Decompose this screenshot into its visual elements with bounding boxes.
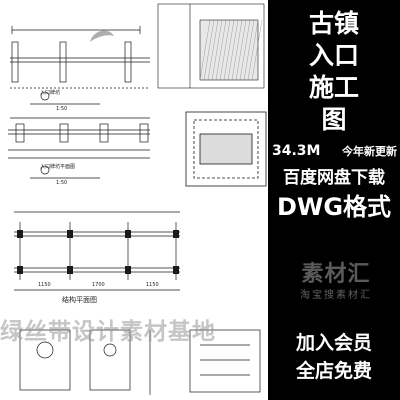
hatch-line <box>235 19 247 81</box>
bottom-details <box>19 329 261 395</box>
dim-right: 1150 <box>146 282 159 288</box>
scale-label-1: 1:50 <box>56 106 67 112</box>
structure-title: 结构平面图 <box>62 295 97 304</box>
update-note: 今年新更新 <box>342 145 397 158</box>
hatch-line <box>219 19 231 81</box>
promo-line-1: 加入会员 <box>295 332 372 354</box>
hatch-line <box>251 19 263 81</box>
hatch-line <box>215 19 227 81</box>
hatch-line <box>203 19 215 81</box>
cad-drawing-preview: 入口牌坊 1:50 入口牌坊平面图 1:50 结构平面图 1150 1700 1… <box>0 3 267 395</box>
storage-line: 百度网盘下载 <box>283 168 385 188</box>
hatch-line <box>207 19 219 81</box>
bottom-watermark: 绿丝带设计素材基地 <box>0 319 216 345</box>
title-line-4: 图 <box>321 105 347 134</box>
promo-line-2: 全店免费 <box>295 360 372 382</box>
hatch-line <box>223 19 235 81</box>
scale-label-2: 1:50 <box>56 180 67 186</box>
hatch-pattern <box>199 19 263 81</box>
middle-elevation <box>8 117 150 179</box>
title-line-3: 施工 <box>308 73 359 102</box>
hatch-line <box>243 19 255 81</box>
hatch-line <box>211 19 223 81</box>
title-line-2: 入口 <box>308 41 359 70</box>
hatch-line <box>239 19 251 81</box>
hatch-line <box>227 19 239 81</box>
cad-drawing-svg: 入口牌坊 1:50 入口牌坊平面图 1:50 结构平面图 1150 1700 1… <box>8 3 267 395</box>
info-row: 34.3M 今年新更新 <box>268 142 400 160</box>
dim-left: 1150 <box>38 282 51 288</box>
elevation-label-2: 入口牌坊平面图 <box>40 163 75 170</box>
right-plan-detail <box>185 111 267 187</box>
elevation-label-1: 入口牌坊 <box>40 89 60 96</box>
hatch-line <box>231 19 243 81</box>
top-right-detail <box>157 3 265 89</box>
center-watermark-sub: 淘宝搜素材汇 <box>300 290 372 301</box>
title-line-1: 古镇 <box>308 9 359 38</box>
top-elevation <box>10 26 150 105</box>
structure-plan <box>14 211 180 291</box>
leaf-logo-icon <box>90 30 114 42</box>
file-size: 34.3M <box>272 143 321 159</box>
dim-middle: 1700 <box>92 282 105 288</box>
format-line: DWG格式 <box>276 193 392 221</box>
hatch-line <box>247 19 259 81</box>
center-watermark: 素材汇 <box>301 262 371 287</box>
structure-columns <box>17 230 179 274</box>
logo-watermark <box>84 24 132 48</box>
hatch-line <box>199 19 211 81</box>
info-panel: 古镇 入口 施工 图 34.3M 今年新更新 百度网盘下载 DWG格式 加入会员… <box>268 0 400 400</box>
